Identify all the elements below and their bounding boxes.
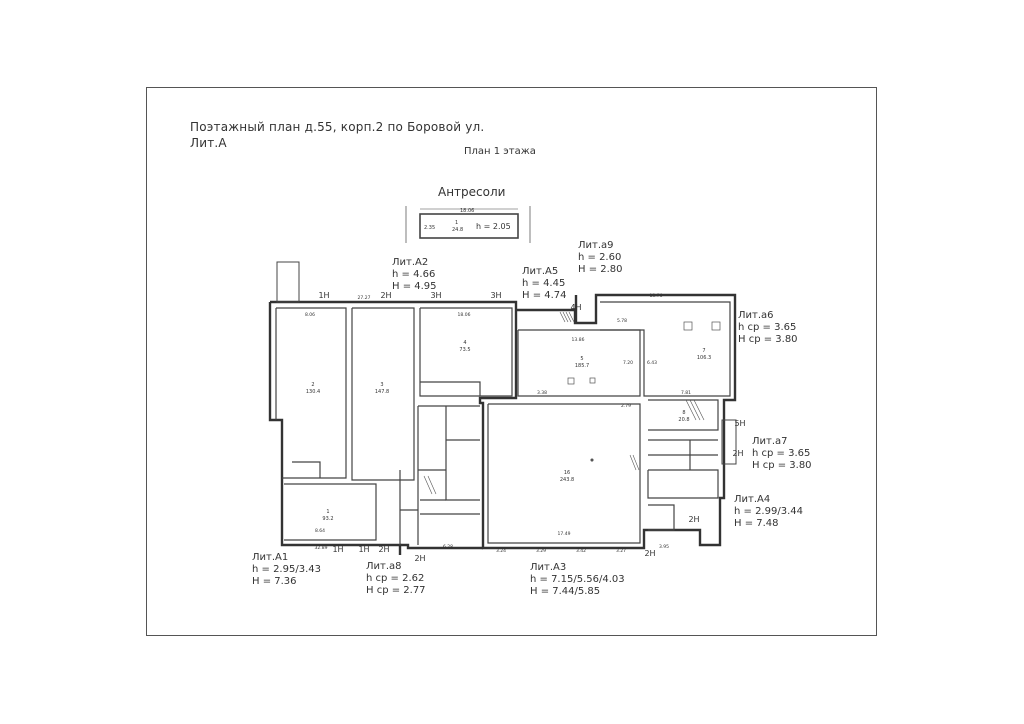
dim-text: 18.06 [458, 312, 471, 318]
exit-label: 3Н [430, 291, 441, 300]
room-2-area: 130.4 [306, 389, 320, 395]
dim-text: 13.86 [572, 337, 585, 343]
dim-text: 6.28 [443, 544, 453, 550]
room-4-num: 4 [463, 340, 466, 346]
exit-label: 2Н [732, 449, 743, 458]
room-7-area: 106.3 [697, 355, 711, 361]
drawing-frame [146, 87, 877, 636]
dim-text: 7.81 [681, 390, 691, 396]
exit-label: 4Н [570, 303, 581, 312]
room-16-area: 243.8 [560, 477, 574, 483]
dim-text: 8.06 [305, 312, 315, 318]
exit-label: 2Н [378, 545, 389, 554]
dimension-labels: 8.06 27.27 18.06 13.86 13.76 17.49 7.20 … [305, 293, 691, 554]
dim-text: 3.95 [659, 544, 669, 550]
mezz-dim-width: 18.06 [460, 208, 474, 214]
room-2-num: 2 [311, 382, 314, 388]
exit-label: 1Н [358, 545, 369, 554]
inner-walls [275, 301, 731, 545]
room-3-area: 147.8 [375, 389, 389, 395]
entrance-porch [276, 261, 737, 465]
dim-text: 27.27 [358, 295, 371, 301]
stair-hatches [423, 311, 705, 495]
dim-text: 32.89 [315, 545, 328, 551]
mezz-area: 24.8 [452, 227, 463, 233]
room-3-num: 3 [380, 382, 383, 388]
exit-label: 2Н [380, 291, 391, 300]
exit-markers: 1Н 2Н 3Н 3Н 4Н 5Н 2Н 2Н 1Н 1Н 2Н 2Н 2Н [318, 291, 745, 563]
room-labels: 1 93.2 2 130.4 3 147.8 4 73.5 5 185.7 16… [306, 340, 711, 522]
title-line-1: Поэтажный план д.55, корп.2 по Боровой у… [190, 120, 485, 134]
fixtures [567, 321, 721, 462]
mezz-room: 1 [455, 220, 458, 226]
exit-label: 1Н [318, 291, 329, 300]
room-8-area: 20.8 [678, 417, 689, 423]
exit-label: 1Н [332, 545, 343, 554]
room-5-num: 5 [580, 356, 583, 362]
exit-label: 2Н [644, 549, 655, 558]
room-8-num: 8 [682, 410, 685, 416]
exit-label: 2Н [688, 515, 699, 524]
dim-text: 6.43 [647, 360, 657, 366]
dim-text: 17.49 [558, 531, 571, 537]
mezz-height: h = 2.05 [476, 222, 511, 231]
floor-subtitle: План 1 этажа [464, 146, 536, 157]
mezzanine-plan: 18.06 2.35 1 24.8 h = 2.05 [405, 206, 531, 243]
outer-walls [268, 293, 737, 555]
room-4-area: 73.5 [459, 347, 470, 353]
room-5-area: 185.7 [575, 363, 589, 369]
dim-text: 13.76 [650, 293, 663, 299]
dim-text: 3.42 [576, 548, 586, 554]
room-1-num: 1 [326, 509, 329, 515]
dim-text: 3.29 [536, 548, 546, 554]
dim-text: 7.20 [623, 360, 633, 366]
dim-text: 3.24 [496, 548, 506, 554]
exit-label: 3Н [490, 291, 501, 300]
plan-title: Поэтажный план д.55, корп.2 по Боровой у… [190, 119, 484, 151]
room-1-area: 93.2 [322, 516, 333, 522]
mezz-dim-height: 2.35 [424, 225, 435, 231]
room-16-num: 16 [564, 470, 570, 476]
mezzanine-label: Антресоли [438, 185, 506, 199]
room-7-num: 7 [702, 348, 705, 354]
exit-label: 2Н [414, 554, 425, 563]
dim-text: 2.79 [621, 403, 631, 409]
dim-text: 5.78 [617, 318, 627, 324]
dim-text: 8.64 [315, 528, 325, 534]
dim-text: 3.27 [616, 548, 626, 554]
dim-text: 3.38 [537, 390, 547, 396]
title-line-2: Лит.А [190, 136, 227, 150]
exit-label: 5Н [734, 419, 745, 428]
